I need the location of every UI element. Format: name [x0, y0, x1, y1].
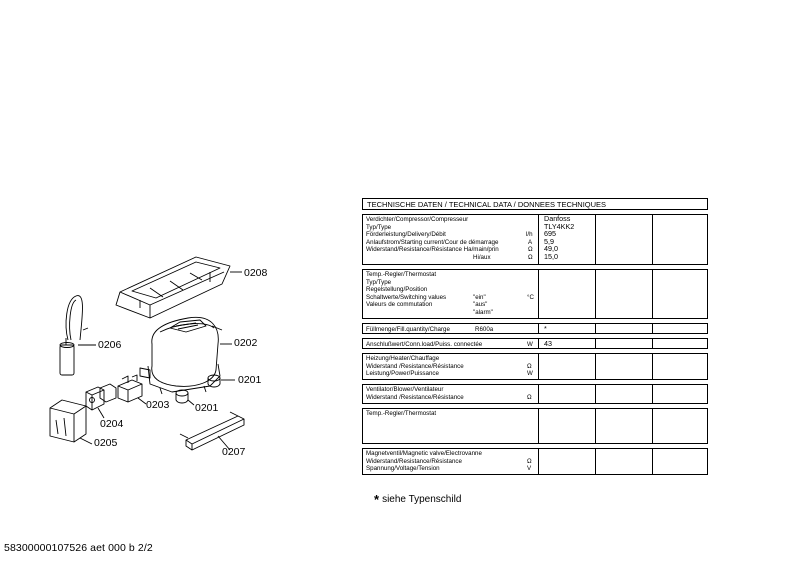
callout-0208: 0208	[244, 267, 268, 279]
heater-line: Widerstand /Resistance/Résistance	[366, 362, 464, 370]
compressor-part	[139, 316, 232, 395]
thermostat-line: Schaltwerte/Switching values	[366, 293, 447, 301]
thermostat2-label: Temp.-Regler/Thermostat	[366, 410, 437, 417]
footnote-mark: *	[374, 492, 380, 507]
refrigerant-type: R600a	[475, 325, 494, 333]
fill-quantity-label: Füllmenge/Fill.quantity/Charge	[366, 325, 450, 333]
mounting-bracket-part	[179, 411, 245, 451]
thermostat-block: Temp.-Regler/Thermostat Typ/Type Regelst…	[362, 269, 708, 319]
compressor-value: 695	[544, 229, 556, 239]
thermostat2-block: Temp.-Regler/Thermostat	[362, 408, 708, 444]
fill-quantity-row: Füllmenge/Fill.quantity/Charge R600a *	[362, 323, 708, 334]
compressor-block: Verdichter/Compressor/Compresseur Typ/Ty…	[362, 214, 708, 265]
fan-line: Widerstand /Resistance/Résistance	[366, 393, 464, 401]
document-id: 58300000107526 aet 000 b 2/2	[4, 542, 153, 554]
compressor-line: Verdichter/Compressor/Compresseur	[366, 216, 469, 223]
thermostat-line: Valeurs de commutation	[366, 301, 433, 308]
callout-0206: 0206	[98, 339, 122, 351]
callout-0207: 0207	[222, 446, 246, 458]
thermostat-state: "ein"	[473, 293, 486, 301]
fan-line: Ventilator/Blower/Ventilateur	[366, 386, 444, 393]
fill-quantity-value: *	[544, 324, 547, 333]
valve-line: Magnetventil/Magnetic valve/Electrovanne	[366, 450, 482, 457]
compressor-line: Widerstand/Resistance/Résistance Ha/main…	[366, 246, 499, 253]
compressor-value: TLY4KK2	[544, 221, 575, 231]
compressor-value: 5,9	[544, 236, 554, 246]
valve-unit: Ω	[527, 457, 532, 465]
valve-line: Spannung/Voltage/Tension	[366, 465, 440, 472]
connected-load-unit: W	[527, 340, 533, 348]
rubber-grommet-part	[175, 374, 235, 406]
callout-0201-top: 0201	[238, 374, 262, 386]
fan-unit: Ω	[527, 393, 532, 401]
heater-line: Leistung/Power/Puissance	[366, 370, 439, 377]
valve-unit: V	[527, 465, 532, 472]
compressor-line: Hi/aux	[473, 253, 491, 261]
valve-line: Widerstand/Resistance/Résistance	[366, 457, 462, 465]
compressor-line: Förderleistung/Delivery/Débit	[366, 231, 446, 238]
relay-cover-part	[49, 399, 93, 445]
heater-line: Heizung/Heater/Chauffage	[366, 355, 440, 362]
thermostat-line: Temp.-Regler/Thermostat	[366, 271, 437, 278]
compressor-line: Typ/Type	[366, 223, 392, 231]
compressor-unit: Ω	[528, 246, 533, 253]
thermostat-line: Typ/Type	[366, 278, 392, 286]
compressor-value: 15,0	[544, 252, 558, 261]
thermostat-line: Regelstellung/Position	[366, 286, 428, 293]
callout-0205: 0205	[94, 437, 118, 449]
thermostat-unit: °C	[527, 293, 534, 301]
connected-load-value: 43	[544, 339, 552, 348]
compressor-line: Anlaufstrom/Starting current/Cour de dém…	[366, 238, 499, 246]
connected-load-label: Anschlußwert/Conn.load/Puiss. connectée	[366, 340, 483, 348]
compressor-unit: Ω	[528, 253, 533, 261]
compressor-unit: l/h	[526, 231, 533, 238]
callout-0202: 0202	[234, 337, 258, 349]
footnote-text: siehe Typenschild	[382, 494, 462, 505]
compressor-unit: A	[528, 238, 533, 246]
heater-block: Heizung/Heater/Chauffage Widerstand /Res…	[362, 353, 708, 380]
capacitor-part	[59, 295, 96, 376]
overload-protector-part	[85, 386, 105, 419]
thermostat-state: "alarm"	[473, 308, 493, 316]
parts-diagram	[49, 256, 245, 451]
compressor-value: 49,0	[544, 244, 558, 254]
table-header: TECHNISCHE DATEN / TECHNICAL DATA / DONN…	[362, 198, 708, 210]
drip-tray-part	[115, 256, 242, 319]
connected-load-row: Anschlußwert/Conn.load/Puiss. connectée …	[362, 338, 708, 349]
callout-0203: 0203	[146, 399, 170, 411]
heater-unit: W	[527, 370, 533, 377]
compressor-value: Danfoss	[544, 214, 571, 223]
valve-block: Magnetventil/Magnetic valve/Electrovanne…	[362, 448, 708, 475]
fan-block: Ventilator/Blower/Ventilateur Widerstand…	[362, 384, 708, 404]
thermostat-state: "aus"	[473, 301, 488, 308]
heater-unit: Ω	[527, 362, 532, 370]
callout-0204: 0204	[100, 418, 124, 430]
footnote: *siehe Typenschild	[374, 492, 461, 507]
callout-0201-bottom: 0201	[195, 402, 219, 414]
starter-relay-part	[99, 374, 147, 405]
